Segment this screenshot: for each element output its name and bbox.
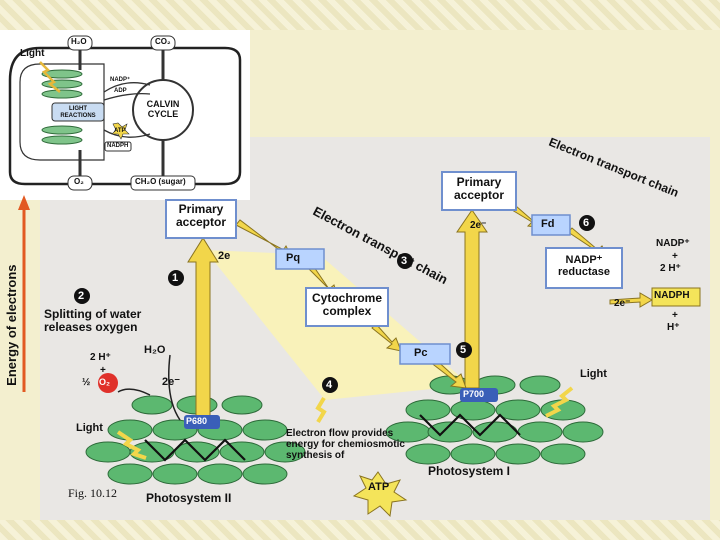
bottom-texture-band [0,520,720,540]
etc2-chain-label: Electron transport chain [547,135,681,200]
nadph-label: NADPH [654,290,690,301]
ps2-half-label: ½ [82,377,91,388]
step-6-marker [579,215,595,231]
pc-label: Pc [414,347,428,359]
nadp-reductase-label: NADP⁺ reductase [558,254,610,279]
p700-box [460,388,498,402]
overview-calvin-cycle-label: CALVIN CYCLE [146,99,180,119]
energy-axis-arrowhead [18,195,30,210]
ps1-light-label: Light [580,368,607,380]
overview-light-reactions-label: LIGHT REACTIONS [60,106,96,119]
ps2-h-plus-label: 2 H⁺ [90,352,111,363]
nadp-arrow [103,82,151,93]
p680-box [184,415,220,429]
ps2-plus-label: + [100,365,106,376]
atp-nadph-arrow [103,129,151,138]
step-5-label: 5 [460,344,467,356]
nadph-electron-label: 2e⁻ [614,298,631,309]
atp-label: ATP [368,481,390,493]
energy-axis-label: Energy of electrons [3,264,19,386]
ps2-name-label: Photosystem II [146,491,232,505]
adp-arrow [103,92,151,101]
ps2-light-bolt-icon [116,430,147,460]
ps1-excitation-arrow [456,209,488,389]
pq-label: Pq [286,252,301,264]
overview-o2-label: O₂ [74,177,84,186]
nadph-box [651,287,701,307]
atp-star-icon [111,122,130,140]
overview-nadp-label: NADP⁺ [110,77,131,83]
step-4-label: 4 [326,379,333,391]
ps2-h2o-label: H₂O [144,344,166,356]
step-1-marker [168,270,184,286]
top-texture-band [0,0,720,30]
fd-label: Fd [541,218,555,230]
etc-light-bolt-icon [315,396,327,424]
photosystem-i-membrane [385,375,604,465]
thylakoid-outline [19,63,105,161]
ps2-primary-acceptor-label: Primary acceptor [175,202,227,230]
cytochrome-label: Cytochrome complex [311,291,382,319]
pq-box [275,248,325,270]
ps1-zigzag-path [419,413,521,437]
overview-nadph-label: NADPH [107,143,129,149]
light-bolt-icon [39,61,61,93]
ps2-o2-label: O₂ [99,377,110,387]
pc-box [399,343,451,365]
step-5-marker [456,342,472,358]
step-4-marker [322,377,338,393]
water-to-p680-arrow [168,354,181,421]
ps1-primary-acceptor-label: Primary acceptor [453,175,505,203]
atp-star-icon [352,471,408,518]
overview-atp-label: ATP [114,128,126,134]
nadp-plus-sign-label: + [672,251,678,262]
step-3-label: 3 [401,255,408,267]
ps1-primary-acceptor-box [441,171,517,211]
ps2-excitation-arrow [187,237,219,421]
two-h-label: 2 H⁺ [660,263,681,274]
step-2-label: 2 [78,290,85,302]
h-plus-label: H⁺ [667,322,680,333]
step-6-label: 6 [583,217,590,229]
reductase-to-nadph-arrow [609,292,653,308]
oxygen-molecule-circle [98,373,118,393]
ps2-light-label: Light [76,422,103,434]
overview-sugar-label: CH₂O (sugar) [135,177,186,186]
p680-label: P680 [186,416,208,426]
ps2-zigzag-path [144,438,246,462]
water-splitting-label: Splitting of water releases oxygen [44,307,142,335]
ps2-electron-label: 2e [218,250,231,262]
figure-caption: Fig. 10.12 [68,486,118,500]
chloroplast-overview-background [0,30,250,200]
ps1-name-label: Photosystem I [428,464,511,478]
overview-light-label: Light [20,48,45,59]
p700-label: P700 [463,389,485,399]
nadp-reductase-box [545,247,623,289]
overview-h2o-label: H₂O [71,37,87,46]
electron-flow-label: Electron flow provides energy for chemio… [286,428,405,461]
step-2-marker [74,288,90,304]
light-reactions-box [51,102,105,122]
chloroplast-outline [8,46,242,186]
ps2-two-e-label: 2e⁻ [162,376,181,388]
overview-adp-label: ADP [114,88,127,94]
oxygen-release-arrow [117,388,151,396]
thylakoid-stack [41,69,83,145]
fd-box [531,214,571,236]
overview-co2-label: CO₂ [155,37,171,46]
ps1-light-bolt-icon [545,386,574,418]
h-plus-sign-label: + [672,310,678,321]
step-1-label: 1 [172,272,179,284]
cytochrome-box [305,287,389,327]
ps1-electron-label: 2e⁻ [470,220,487,231]
nadp-plus-label: NADP⁺ [656,238,690,249]
step-3-marker [397,253,413,269]
ps2-primary-acceptor-box [165,199,237,239]
